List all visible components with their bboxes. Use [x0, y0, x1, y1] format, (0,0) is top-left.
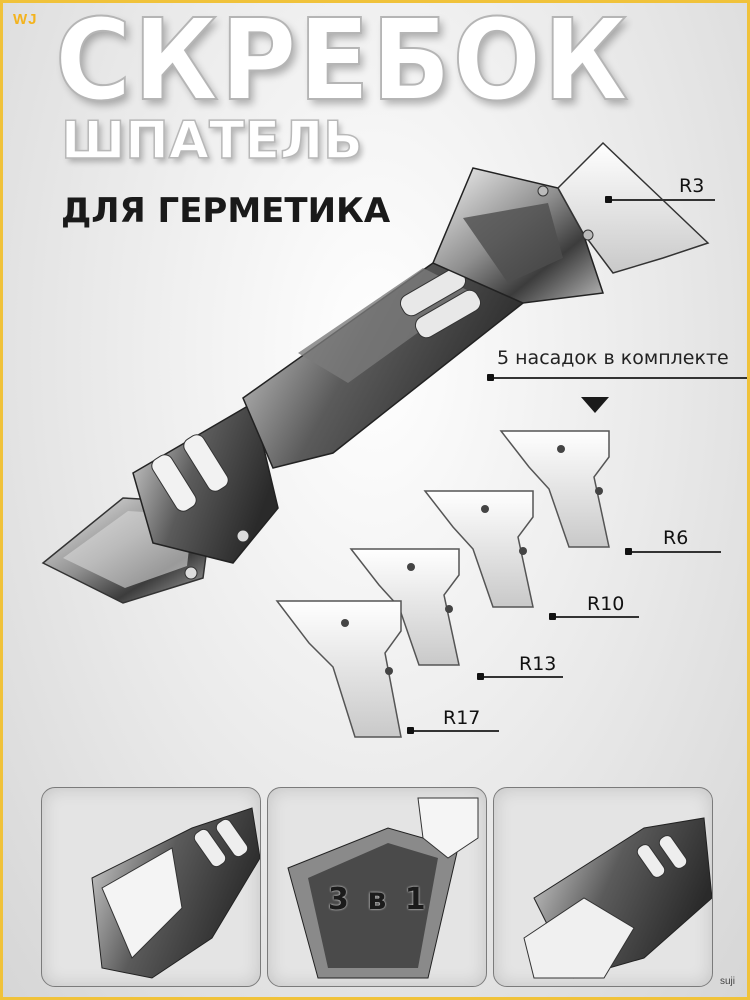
detail-image-2	[287, 797, 479, 979]
leader-line-r17	[411, 730, 499, 732]
leader-line-r3	[609, 199, 715, 201]
nozzle-insert-r10	[423, 490, 534, 608]
detail-thumbnail-3	[493, 787, 713, 987]
leader-line-r13	[481, 676, 563, 678]
kit-label: 5 насадок в комплекте	[497, 347, 729, 369]
title-main: СКРЕБОК	[54, 0, 631, 126]
nozzle-label-r10: R10	[587, 593, 625, 615]
nozzle-label-r13: R13	[519, 653, 557, 675]
nozzle-label-r17: R17	[443, 707, 481, 729]
nozzle-insert-r6	[499, 430, 610, 548]
detail-image-1	[91, 807, 260, 979]
detail-thumbnail-1	[41, 787, 261, 987]
brand-logo: WJ	[13, 11, 38, 28]
thumbnail-caption: 3 в 1	[328, 882, 430, 917]
detail-thumbnail-2: 3 в 1	[267, 787, 487, 987]
detail-image-3	[523, 817, 712, 979]
nozzle-insert-r13	[349, 548, 460, 666]
nozzle-label-r3: R3	[679, 175, 705, 197]
nozzle-label-r6: R6	[663, 527, 689, 549]
kit-leader-dot	[487, 374, 494, 381]
title-third: ДЛЯ ГЕРМЕТИКА	[61, 191, 391, 231]
title-sub: ШПАТЕЛЬ	[60, 111, 363, 171]
leader-dot-r6	[625, 548, 632, 555]
leader-line-r6	[629, 551, 721, 553]
scraper-tool-illustration	[41, 141, 710, 604]
leader-dot-r17	[407, 727, 414, 734]
nozzle-insert-r17	[275, 600, 402, 738]
arrow-down-icon	[581, 397, 609, 413]
leader-dot-r3	[605, 196, 612, 203]
watermark: suji	[719, 976, 735, 987]
kit-leader-line	[491, 377, 747, 379]
leader-dot-r10	[549, 613, 556, 620]
leader-dot-r13	[477, 673, 484, 680]
leader-line-r10	[553, 616, 639, 618]
